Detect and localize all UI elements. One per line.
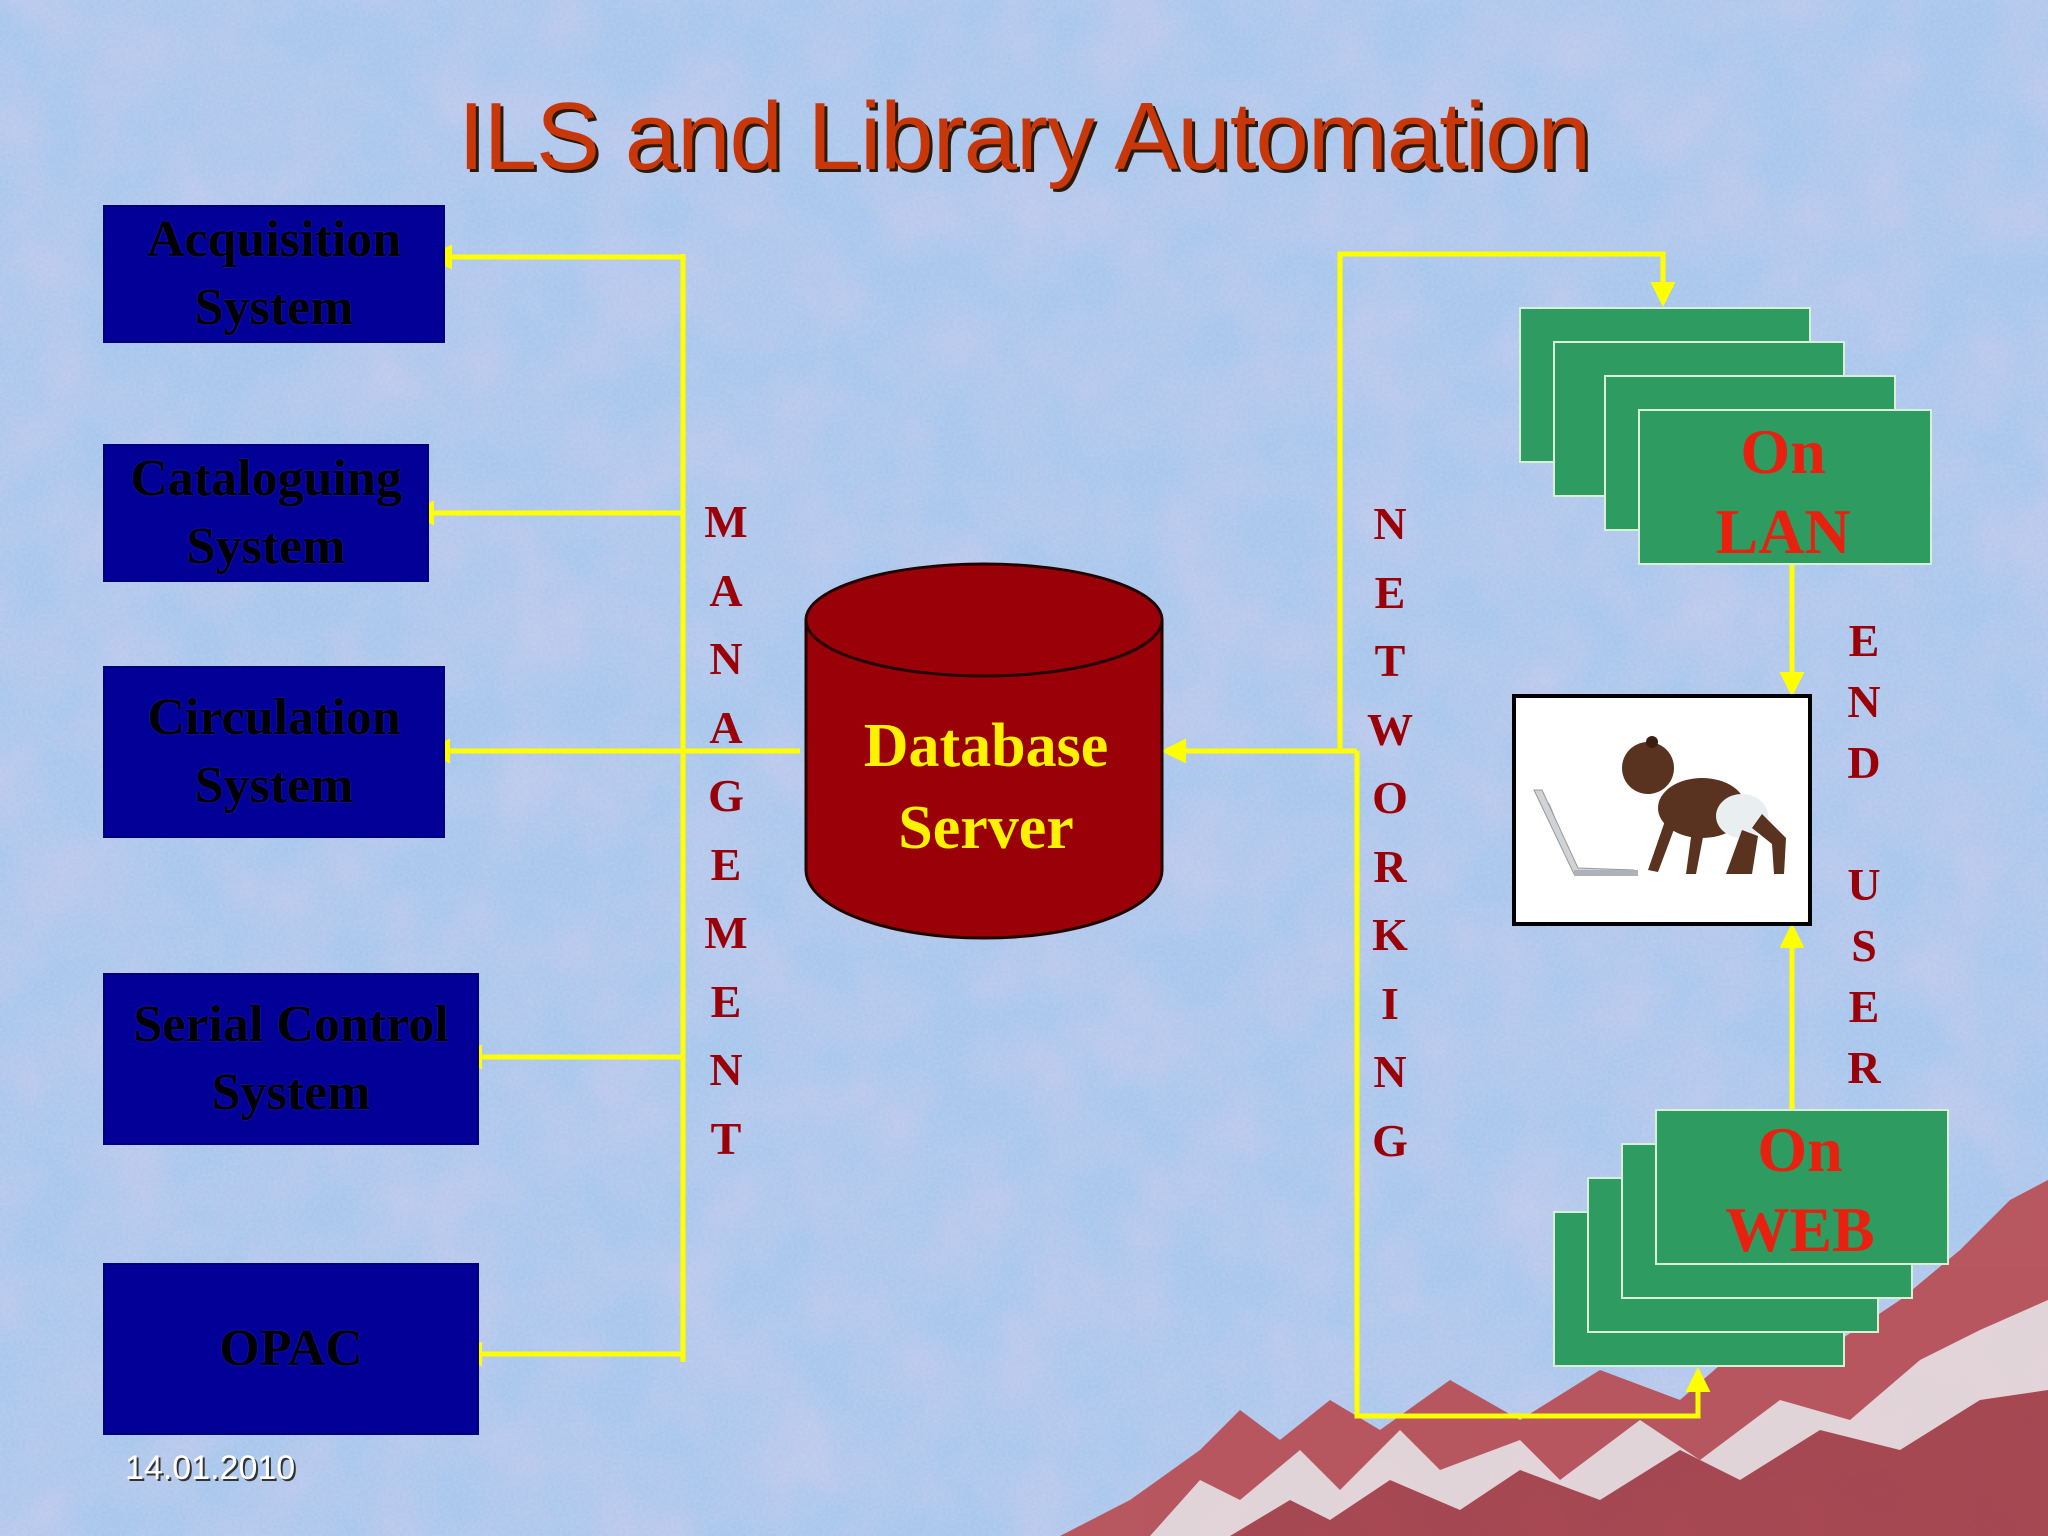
serial-control-system-label: Serial Control System — [133, 996, 449, 1121]
mountain-decoration — [1060, 1180, 2048, 1536]
page-title: ILS and Library Automation — [457, 83, 1591, 190]
lan-card-front — [1638, 409, 1932, 565]
networking-label: N E T W O R K I N G — [1367, 498, 1413, 1166]
circulation-system-label: Circulation System — [147, 689, 401, 814]
management-label: M A N A G E M E N T — [704, 496, 748, 1164]
web-card-front — [1655, 1109, 1949, 1265]
baby-with-laptop-illustration — [1516, 698, 1808, 922]
end-user-label: E N D U S E R — [1847, 615, 1881, 1093]
acquisition-system-box: Acquisition System — [103, 205, 445, 343]
database-cylinder — [804, 562, 1164, 940]
opac-box: OPAC — [103, 1263, 479, 1435]
slide-date: 14.01.2010 — [125, 1449, 296, 1487]
networking-to-web-link — [1354, 751, 1711, 1419]
serial-control-system-box: Serial Control System — [103, 973, 479, 1145]
end-user-photo — [1512, 694, 1812, 926]
database-server-label: Database Server — [863, 712, 1109, 862]
cataloguing-system-label: Cataloguing System — [130, 450, 402, 575]
opac-label: OPAC — [219, 1320, 363, 1377]
circulation-system-box: Circulation System — [103, 666, 445, 838]
on-web-label: On WEB — [1725, 1114, 1875, 1265]
acquisition-system-label: Acquisition System — [146, 211, 402, 336]
on-lan-label: On LAN — [1715, 416, 1851, 567]
networking-to-lan-link — [1337, 251, 1676, 751]
cataloguing-system-box: Cataloguing System — [103, 444, 429, 582]
